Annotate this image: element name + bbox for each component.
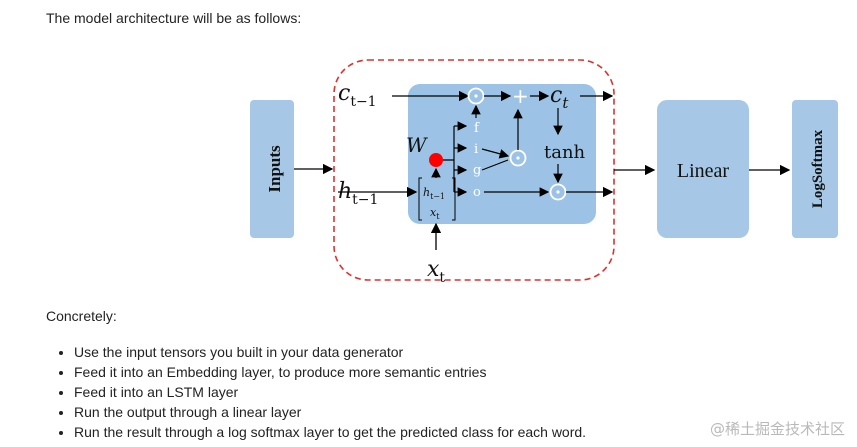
gate-g-label: g [473,163,481,178]
c-out-label: ct [550,83,569,112]
vector-top: ht−1 [423,186,445,201]
w-label: W [406,133,428,157]
gate-o-label: o [473,185,481,200]
g-to-mult [481,159,509,171]
logsoftmax-label: LogSoftmax [810,129,826,208]
i-g-to-mult [481,148,510,159]
list-item: Run the result through a log softmax lay… [74,422,586,442]
intro-text: The model architecture will be as follow… [46,10,302,26]
gate-i-label: i [474,142,478,157]
vector-bracket-left [418,177,422,221]
concretely-heading: Concretely: [46,308,117,324]
x-label: xt [427,257,445,286]
vector-bottom: xt [430,206,440,221]
inputs-block [250,100,294,238]
multiply-forget-node [467,87,485,105]
c-prev-label: ct−1 [338,81,377,110]
plus-node: + [512,84,529,108]
inputs-label: Inputs [265,145,284,193]
h-prev-label: ht−1 [338,179,378,208]
w-dot [429,153,443,167]
list-item: Feed it into an Embedding layer, to prod… [74,362,586,382]
w-fanout [443,126,455,192]
multiply-output-node [549,183,567,201]
watermark: @稀土掘金技术社区 [709,420,845,438]
multiply-input-node [509,149,527,167]
list-item: Run the output through a linear layer [74,402,586,422]
model-architecture-diagram: Inputs ct−1 ht−1 ht−1 xt xt W f i g o + [250,59,838,286]
linear-label: Linear [677,160,730,182]
tanh-label: tanh [544,142,586,163]
logsoftmax-block [792,100,838,238]
list-item: Use the input tensors you built in your … [74,342,586,362]
gate-f-label: f [474,121,480,136]
steps-list: Use the input tensors you built in your … [52,342,586,442]
list-item: Feed it into an LSTM layer [74,382,586,402]
linear-block [657,100,749,238]
